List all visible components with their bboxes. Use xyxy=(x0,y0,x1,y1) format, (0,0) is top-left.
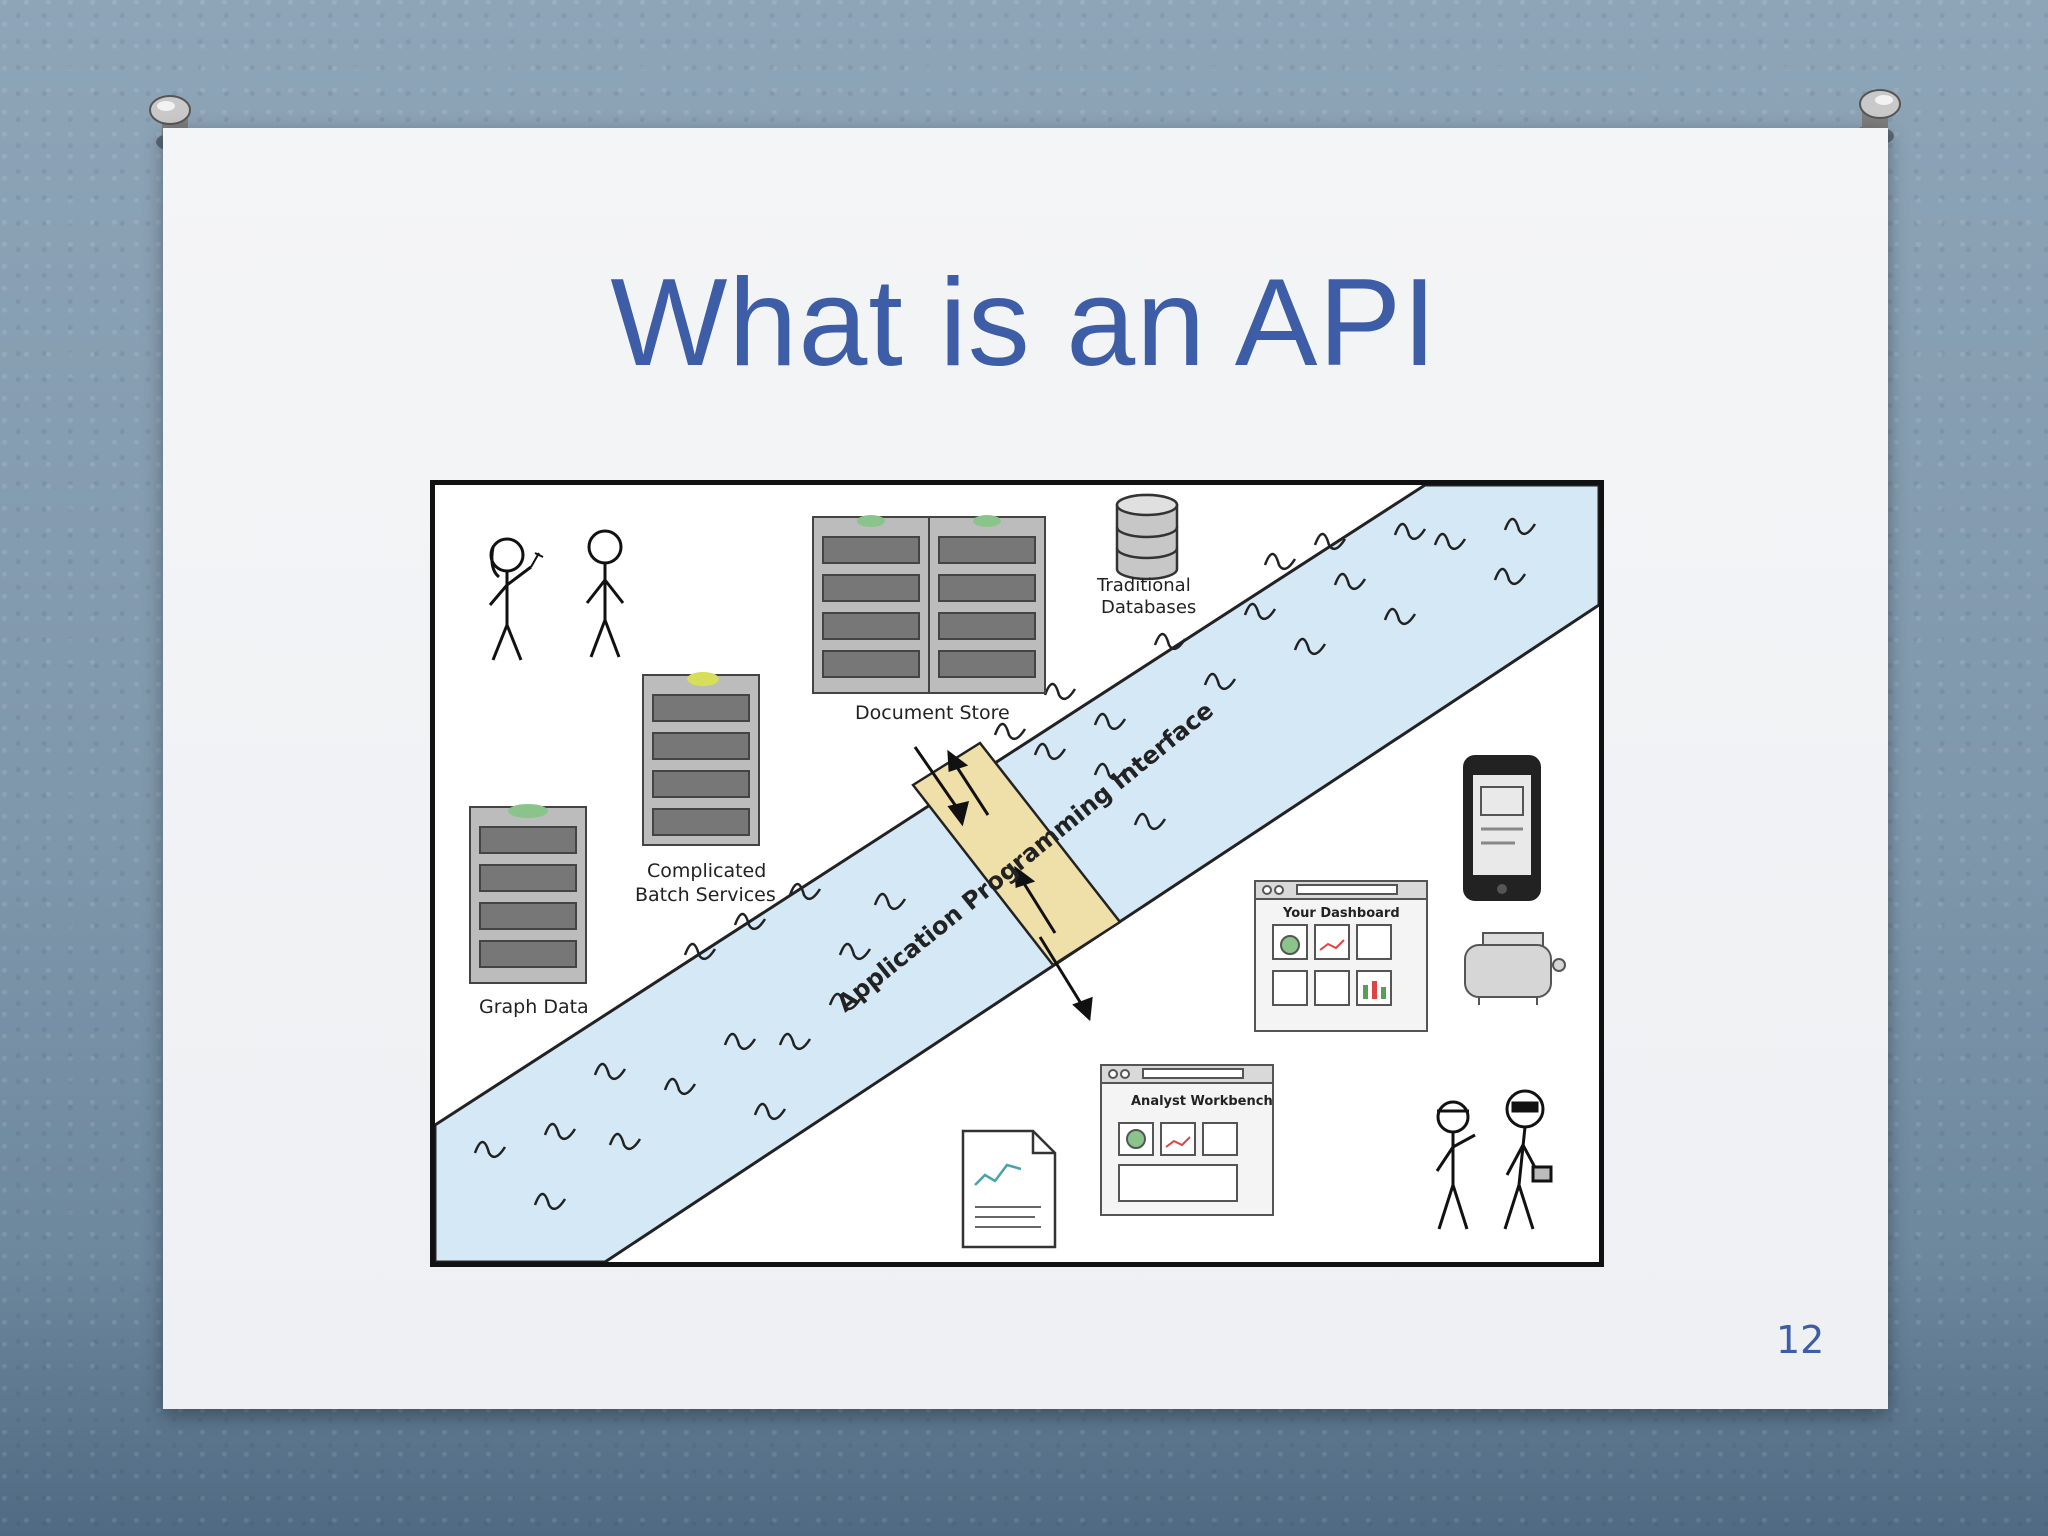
workbench-window xyxy=(1100,1064,1274,1216)
document-store-label: Document Store xyxy=(855,702,1010,724)
data-flow-arrows xyxy=(913,746,1093,1022)
batch-services-label-line2: Batch Services xyxy=(635,884,776,906)
graph-data-servers xyxy=(469,804,587,984)
batch-services-label-line1: Complicated xyxy=(647,860,766,882)
stick-figures-scientists xyxy=(488,529,625,661)
toaster-icon xyxy=(1464,932,1566,1005)
graph-data-label: Graph Data xyxy=(479,996,589,1018)
stick-figures-users xyxy=(1435,1089,1553,1230)
api-diagram: Application Programming Interface xyxy=(435,485,1599,1262)
report-document-icon xyxy=(961,1129,1057,1249)
dashboard-title: Your Dashboard xyxy=(1282,906,1400,921)
workbench-title: Analyst Workbench xyxy=(1131,1094,1273,1109)
traditional-databases-label-line2: Databases xyxy=(1101,597,1196,618)
document-store-servers xyxy=(812,515,1046,694)
page-number: 12 xyxy=(1776,1318,1825,1362)
river-waves xyxy=(473,517,1537,1211)
traditional-databases-label-line1: Traditional xyxy=(1096,575,1191,596)
database-icon xyxy=(1115,493,1179,581)
api-illustration: Application Programming Interface xyxy=(430,480,1604,1267)
smartphone-icon xyxy=(1463,755,1541,901)
dashboard-window xyxy=(1254,880,1428,1032)
slide-title: What is an API xyxy=(610,254,1438,392)
api-bridge xyxy=(911,741,1122,967)
batch-services-servers xyxy=(642,672,760,846)
